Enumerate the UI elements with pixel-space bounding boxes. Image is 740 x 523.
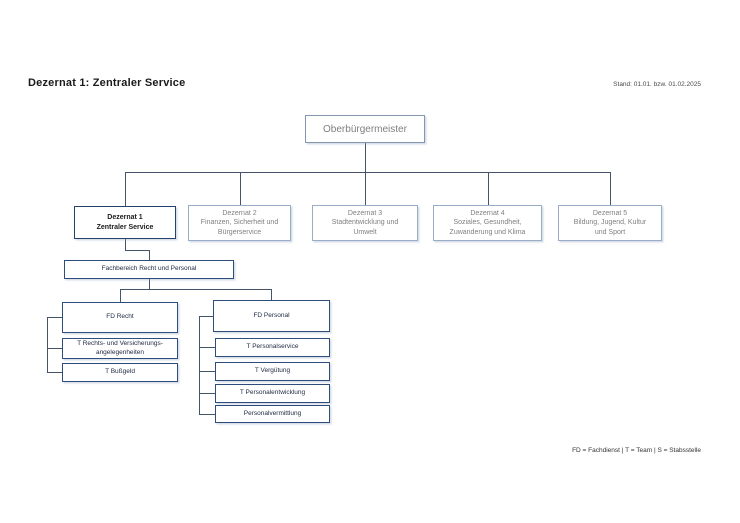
node-team-personalentwicklung: T Personalentwicklung bbox=[215, 384, 330, 403]
node-label: T Personalservice bbox=[246, 343, 299, 351]
node-dezernat-3: Dezernat 3 Stadtentwicklung und Umwelt bbox=[312, 205, 418, 241]
bracket-recht-stub-team1 bbox=[47, 348, 62, 349]
node-dezernat-2: Dezernat 2 Finanzen, Sicherheit und Bürg… bbox=[188, 205, 291, 241]
node-line1: T Rechts- und Versicherungs- bbox=[77, 340, 163, 347]
node-fachbereich-recht-und-personal: Fachbereich Recht und Personal bbox=[64, 260, 234, 279]
node-personalvermittlung: Personalvermittlung bbox=[215, 405, 330, 423]
date-stamp: Stand: 01.01. bzw. 01.02.2025 bbox=[613, 81, 701, 88]
node-line2: Stadtentwicklung und bbox=[331, 219, 399, 227]
bracket-recht-stub-fd bbox=[47, 317, 62, 318]
node-team-bussgeld: T Bußgeld bbox=[62, 363, 178, 382]
node-team-personalservice: T Personalservice bbox=[215, 338, 330, 357]
bracket-personal-stub-team1 bbox=[199, 347, 215, 348]
node-team-rechts-und-versicherungsangelegenheiten: T Rechts- und Versicherungs- angelegenhe… bbox=[62, 338, 178, 359]
node-oberbuergermeister: Oberbürgermeister bbox=[305, 115, 425, 143]
node-label: T Bußgeld bbox=[105, 368, 135, 376]
node-line3: Umwelt bbox=[353, 228, 377, 236]
node-line1: Dezernat 5 bbox=[592, 209, 628, 217]
node-fd-personal: FD Personal bbox=[213, 300, 330, 332]
connector-dez1-jog bbox=[125, 250, 150, 251]
node-label: Personalvermittlung bbox=[243, 409, 302, 417]
connector-fachbereich-out bbox=[149, 279, 150, 290]
node-line3: Bürgerservice bbox=[217, 228, 262, 236]
node-label: Fachbereich Recht und Personal bbox=[101, 265, 197, 273]
node-line2: Zentraler Service bbox=[96, 223, 154, 231]
connector-drop-dez3 bbox=[365, 172, 366, 205]
node-line1: Dezernat 1 bbox=[107, 214, 143, 221]
node-label: Oberbürgermeister bbox=[323, 123, 407, 135]
bracket-personal-stub-team3 bbox=[199, 393, 215, 394]
bracket-personal-stub-team2 bbox=[199, 371, 215, 372]
abbreviation-legend: FD = Fachdienst | T = Team | S = Stabsst… bbox=[572, 447, 701, 454]
connector-root-down bbox=[365, 143, 366, 172]
connector-split-horizontal bbox=[120, 289, 272, 290]
node-dezernat-4: Dezernat 4 Soziales, Gesundheit, Zuwande… bbox=[433, 205, 542, 241]
bracket-personal-vertical bbox=[199, 316, 200, 414]
node-line3: Zuwanderung und Klima bbox=[449, 228, 526, 236]
node-label: FD Recht bbox=[106, 313, 134, 321]
node-line3: und Sport bbox=[594, 228, 626, 236]
connector-fachbereich-in bbox=[149, 250, 150, 260]
node-line2: Soziales, Gesundheit, bbox=[453, 219, 522, 227]
connector-top-horizontal bbox=[125, 172, 611, 173]
node-label: FD Personal bbox=[253, 311, 290, 319]
bracket-recht-vertical bbox=[47, 317, 48, 373]
node-team-verguetung: T Vergütung bbox=[215, 362, 330, 381]
node-dezernat-1: Dezernat 1 Zentraler Service bbox=[74, 206, 176, 239]
node-line1: Dezernat 2 bbox=[222, 209, 257, 217]
node-line1: Dezernat 3 bbox=[347, 209, 383, 217]
bracket-personal-stub-fd bbox=[199, 316, 213, 317]
node-label: T Vergütung bbox=[254, 367, 291, 375]
connector-dez1-down bbox=[125, 239, 126, 251]
connector-drop-dez1 bbox=[125, 172, 126, 206]
connector-drop-fd-personal bbox=[271, 289, 272, 300]
node-dezernat-5: Dezernat 5 Bildung, Jugend, Kultur und S… bbox=[558, 205, 662, 241]
connector-drop-dez4 bbox=[488, 172, 489, 205]
bracket-recht-stub-team2 bbox=[47, 372, 62, 373]
bracket-personal-stub-team4 bbox=[199, 414, 215, 415]
connector-drop-fd-recht bbox=[120, 289, 121, 302]
node-label: T Personalentwicklung bbox=[239, 389, 306, 397]
page-title: Dezernat 1: Zentraler Service bbox=[28, 77, 186, 89]
node-line2: Bildung, Jugend, Kultur bbox=[573, 219, 647, 227]
node-fd-recht: FD Recht bbox=[62, 302, 178, 333]
connector-drop-dez5 bbox=[610, 172, 611, 205]
node-line1: Dezernat 4 bbox=[470, 209, 505, 217]
node-line2: Finanzen, Sicherheit und bbox=[200, 219, 279, 227]
connector-drop-dez2 bbox=[240, 172, 241, 205]
node-line2: angelegenheiten bbox=[95, 348, 145, 356]
